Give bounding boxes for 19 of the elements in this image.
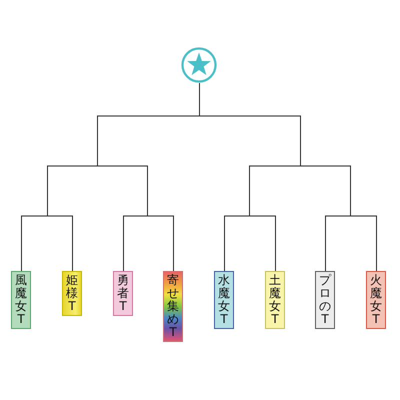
team-label: 寄せ集めT [163,271,183,342]
team-label: 勇者T [113,271,133,316]
team-label: 土魔女T [265,271,285,329]
bracket-line [47,216,73,272]
bracket-line [350,216,377,272]
bracket-line [147,216,174,272]
team-label: 水魔女T [214,271,234,329]
team-label: 火魔女T [366,271,386,329]
team-label: プロのT [315,271,335,329]
bracket-line [325,216,351,272]
bracket-line [97,166,148,216]
bracket-line [224,216,250,272]
bracket-line [199,116,301,166]
bracket-line [249,166,301,216]
bracket-line [123,216,148,272]
bracket-line [300,166,351,216]
team-label: 風魔女T [11,271,31,329]
bracket-line [249,216,276,272]
team-label: 姫様T [62,271,82,316]
